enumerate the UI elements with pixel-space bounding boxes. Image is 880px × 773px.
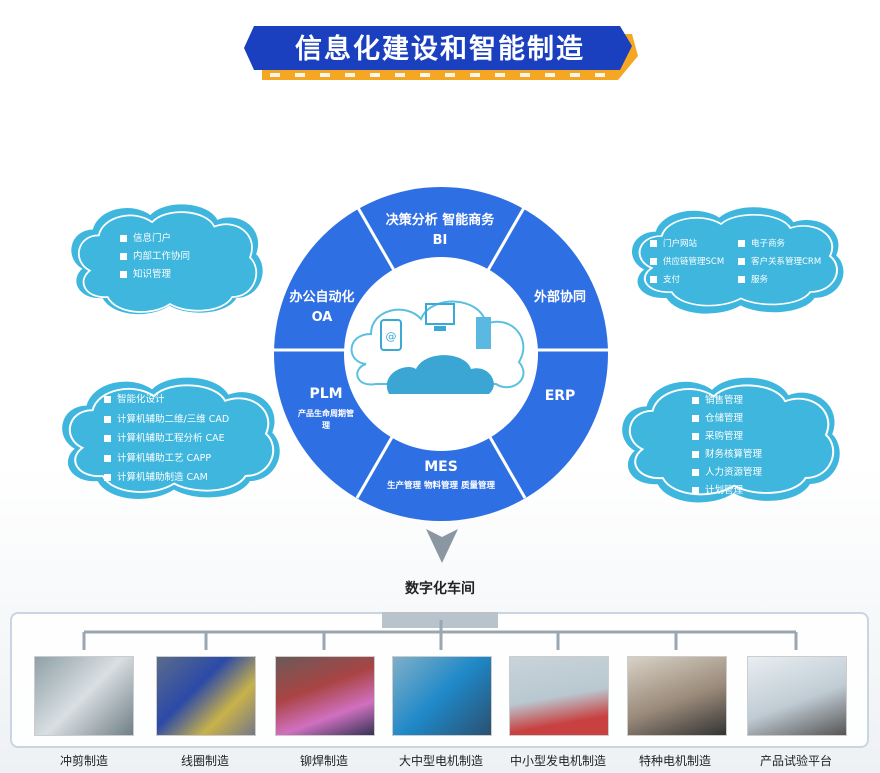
segment-title: PLM bbox=[309, 386, 343, 402]
list-item: 采购管理 bbox=[692, 428, 762, 446]
segment-mes[interactable]: MES 生产管理 物料管理 质量管理 bbox=[370, 459, 512, 491]
cloud-share-icon bbox=[386, 355, 494, 394]
list-item: 人力资源管理 bbox=[692, 464, 762, 482]
server-icon bbox=[476, 317, 491, 349]
list-item: 门户网站 bbox=[650, 235, 738, 253]
cloud-external-list: 门户网站 电子商务 供应链管理SCM 客户关系管理CRM 支付 服务 bbox=[650, 235, 838, 289]
cloud-plm-list: 智能化设计 计算机辅助二维/三维 CAD 计算机辅助工程分析 CAE 计算机辅助… bbox=[104, 390, 229, 488]
tablet-icon bbox=[380, 319, 402, 351]
segment-oa[interactable]: 办公自动化 OA bbox=[282, 288, 362, 328]
segment-sub: OA bbox=[311, 310, 333, 325]
workshop-item: 大中型电机制造 bbox=[398, 754, 483, 768]
ring-center bbox=[344, 257, 538, 451]
segment-title: 办公自动化 bbox=[289, 290, 355, 305]
list-item: 计划管理 bbox=[692, 482, 762, 500]
workshop-title: 数字化车间 bbox=[405, 581, 475, 597]
segment-external[interactable]: 外部协同 bbox=[520, 286, 600, 305]
workshop-item: 冲剪制造 bbox=[59, 754, 108, 768]
list-item: 电子商务 bbox=[738, 235, 838, 253]
workshop-item: 特种电机制造 bbox=[638, 754, 711, 768]
segment-bi[interactable]: 决策分析 智能商务 BI bbox=[360, 211, 520, 251]
segment-sub: BI bbox=[432, 233, 448, 248]
segment-title: 决策分析 智能商务 bbox=[385, 213, 495, 228]
photo-large-motor bbox=[392, 656, 492, 736]
cloud-oa-list: 信息门户 内部工作协同 知识管理 bbox=[120, 230, 190, 284]
list-item: 支付 bbox=[650, 271, 738, 289]
segment-title: MES bbox=[424, 459, 458, 475]
photo-test-platform bbox=[747, 656, 847, 736]
list-item: 销售管理 bbox=[692, 392, 762, 410]
arrow-down-icon bbox=[426, 529, 458, 563]
photo-welding bbox=[275, 656, 375, 736]
workshop-item: 线圈制造 bbox=[180, 754, 229, 768]
photo-punching bbox=[34, 656, 134, 736]
list-item: 计算机辅助二维/三维 CAD bbox=[104, 410, 229, 430]
workshop-item: 产品试验平台 bbox=[759, 754, 832, 768]
segment-title: ERP bbox=[544, 388, 576, 404]
system-ring: @ bbox=[271, 187, 611, 521]
segment-sub: 生产管理 物料管理 质量管理 bbox=[387, 481, 495, 491]
list-item: 仓储管理 bbox=[692, 410, 762, 428]
photo-coil bbox=[156, 656, 256, 736]
page-title: 信息化建设和智能制造 bbox=[295, 34, 585, 65]
workshop-item: 中小型发电机制造 bbox=[509, 754, 606, 768]
monitor-icon bbox=[425, 303, 455, 325]
photo-generator bbox=[509, 656, 609, 736]
list-item: 知识管理 bbox=[120, 266, 190, 284]
segment-plm[interactable]: PLM 产品生命周期管理 bbox=[296, 386, 356, 432]
list-item: 供应链管理SCM bbox=[650, 253, 738, 271]
workshop-connectors bbox=[82, 620, 798, 650]
list-item: 智能化设计 bbox=[104, 390, 229, 410]
list-item: 财务核算管理 bbox=[692, 446, 762, 464]
title-banner bbox=[244, 26, 638, 80]
segment-sub: 产品生命周期管理 bbox=[298, 409, 354, 430]
svg-text:@: @ bbox=[386, 330, 397, 343]
list-item: 计算机辅助工艺 CAPP bbox=[104, 449, 229, 469]
list-item: 服务 bbox=[738, 271, 838, 289]
photo-special-motor bbox=[627, 656, 727, 736]
center-label: 云端共享 bbox=[413, 331, 474, 349]
cloud-erp-list: 销售管理 仓储管理 采购管理 财务核算管理 人力资源管理 计划管理 bbox=[692, 392, 762, 500]
list-item: 计算机辅助制造 CAM bbox=[104, 468, 229, 488]
list-item: 客户关系管理CRM bbox=[738, 253, 838, 271]
segment-erp[interactable]: ERP bbox=[520, 388, 600, 404]
list-item: 信息门户 bbox=[120, 230, 190, 248]
workshop-item: 铆焊制造 bbox=[299, 754, 348, 768]
list-item: 内部工作协同 bbox=[120, 248, 190, 266]
list-item: 计算机辅助工程分析 CAE bbox=[104, 429, 229, 449]
segment-title: 外部协同 bbox=[533, 290, 586, 305]
